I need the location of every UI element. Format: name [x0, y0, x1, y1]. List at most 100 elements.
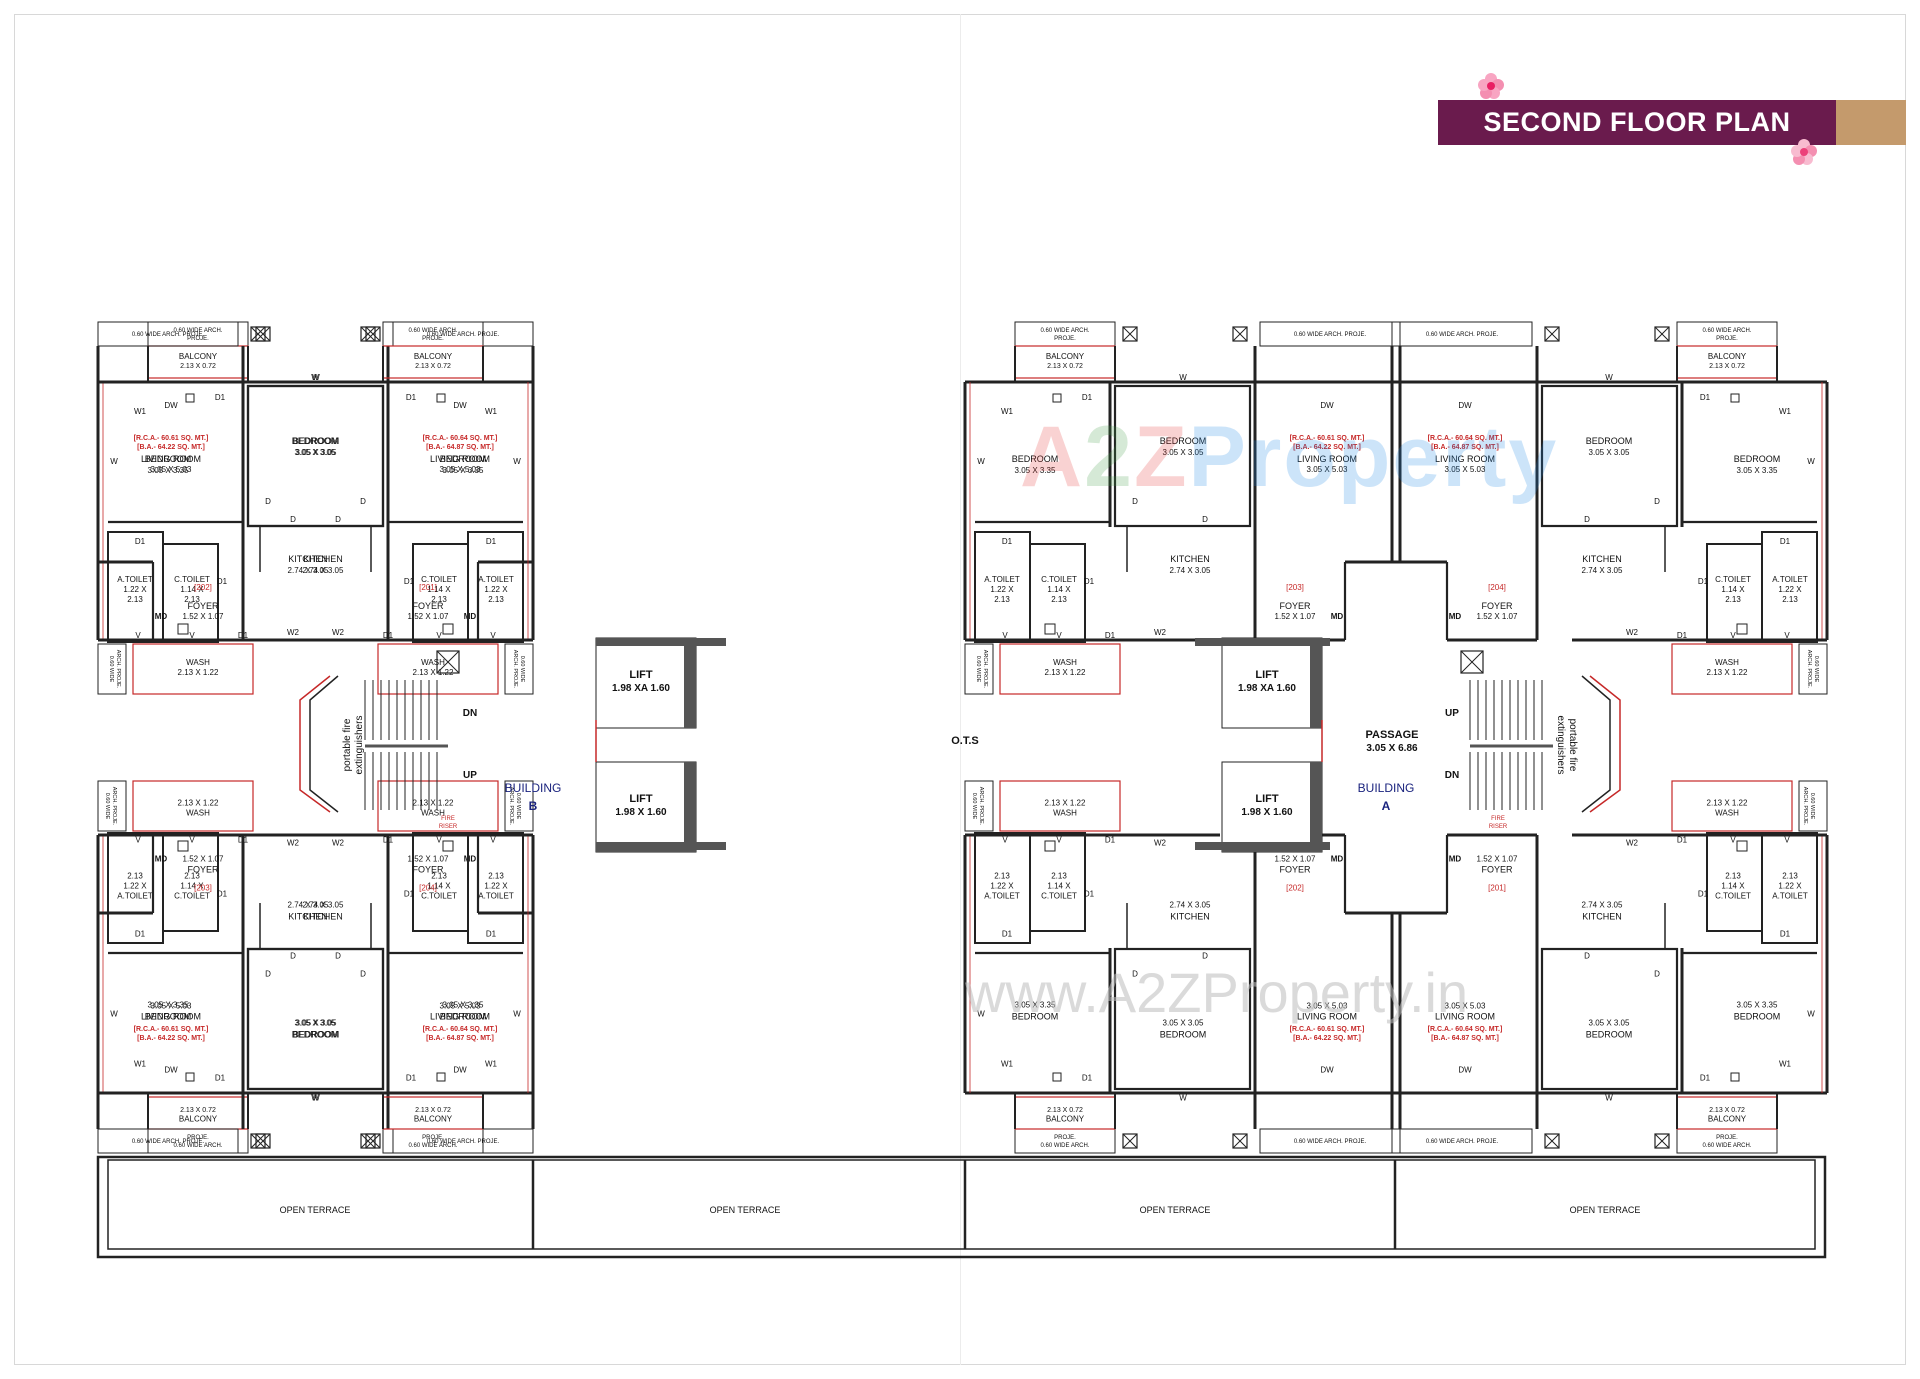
window-label: W	[1807, 1010, 1815, 1019]
projection-label: ARCH. PROJE.	[1802, 787, 1808, 826]
window-label: DW	[1320, 401, 1334, 410]
column-x-icon	[250, 1133, 266, 1149]
arch-projection: 0.60 WIDE ARCH.PROJE.	[1014, 321, 1116, 347]
window-label: W2	[1626, 628, 1639, 637]
column-cross	[360, 1133, 376, 1149]
living-room-label: LIVING ROOM	[430, 454, 490, 464]
column-cross	[360, 326, 376, 342]
balcony-dim: 2.13 X 0.72	[415, 1107, 451, 1114]
kitchen-label: KITCHEN	[1582, 911, 1622, 921]
projection-outline	[504, 643, 534, 695]
balcony-label: BALCONY	[414, 1115, 453, 1124]
balcony-dim: 2.13 X 0.72	[1709, 1107, 1745, 1114]
toilet-dim: 1.14 X	[180, 585, 204, 594]
toilet-dim: 1.22 X	[1778, 585, 1802, 594]
projection-label: 0.60 WIDE	[515, 793, 521, 820]
bedroom-label: BEDROOM	[440, 1011, 487, 1021]
kitchen-dim: 2.74 X 3.05	[1170, 566, 1211, 575]
door-label: D1	[383, 631, 394, 640]
area-label: [B.A.- 64.87 SQ. MT.]	[426, 444, 494, 451]
unit-number: [202]	[1286, 884, 1304, 893]
bedroom-walls	[246, 947, 385, 1091]
fire-riser-label: RISER	[1489, 824, 1508, 830]
window-label: W	[311, 373, 319, 382]
column-cross	[250, 1133, 266, 1149]
bedroom-dim: 3.05 X 3.35	[1737, 1001, 1778, 1010]
balcony-label: BALCONY	[414, 352, 453, 361]
arch-projection: 0.60 WIDE ARCH. PROJE.	[97, 321, 239, 347]
kitchen-label: KITCHEN	[288, 911, 328, 921]
window-label: W1	[485, 1060, 498, 1069]
projection-outline	[964, 643, 994, 695]
column-small	[1044, 840, 1056, 852]
door-label: D	[335, 515, 341, 524]
door-label: D	[1132, 497, 1138, 506]
fire-riser-label: FIRE	[1491, 816, 1505, 822]
living-room-dim: 3.05 X 5.03	[1445, 465, 1486, 474]
column-x-icon	[250, 326, 266, 342]
area-label: [R.C.A.- 60.64 SQ. MT.]	[423, 1026, 498, 1033]
column-x-icon	[1122, 326, 1138, 342]
door-label: D	[1202, 515, 1208, 524]
door-label: D	[335, 952, 341, 961]
lift-wall	[684, 638, 696, 728]
window-label: DW	[1458, 401, 1472, 410]
projection-outline	[504, 780, 534, 832]
wash-dim: 2.13 X 1.22	[1707, 799, 1748, 808]
door-label: D1	[1698, 577, 1709, 586]
area-label: [R.C.A.- 60.61 SQ. MT.]	[1290, 435, 1365, 442]
door-label: D1	[1084, 890, 1095, 899]
bedroom-label: BEDROOM	[1734, 454, 1781, 464]
ventilator-label: V	[135, 631, 141, 640]
projection-outline	[1259, 321, 1401, 347]
lift-wall	[684, 762, 696, 852]
wash-outline	[1671, 780, 1793, 832]
bedroom-dim: 3.05 X 3.05	[296, 1019, 337, 1028]
balcony-dim: 2.13 X 0.72	[415, 363, 451, 370]
ventilator-label: V	[189, 836, 195, 845]
main-door-label: MD	[464, 612, 477, 621]
bedroom-dim: 3.05 X 3.05	[1163, 448, 1204, 457]
column-box	[1232, 1133, 1248, 1149]
kitchen-dim: 2.74 X 3.05	[1170, 901, 1211, 910]
lift-label: LIFT	[1255, 669, 1278, 681]
projection-label: 0.60 WIDE ARCH. PROJE.	[1426, 332, 1499, 338]
foyer-dim: 1.52 X 1.07	[183, 855, 224, 864]
living-room-dim: 3.05 X 5.03	[1307, 1002, 1348, 1011]
column-small	[442, 840, 454, 852]
projection-label: ARCH. PROJE.	[508, 787, 514, 826]
title-accent-bar	[1836, 100, 1906, 145]
main-door-label: MD	[1449, 612, 1462, 621]
window-label: W2	[1154, 628, 1167, 637]
main-door-label: MD	[155, 612, 168, 621]
door-label: D1	[1700, 1074, 1711, 1083]
lift-outline	[1221, 761, 1323, 853]
wash-label: WASH	[1715, 809, 1739, 818]
projection-outline	[97, 1128, 239, 1154]
ventilator-label: V	[1002, 631, 1008, 640]
living-room-label: LIVING ROOM	[1297, 454, 1357, 464]
window-label: W	[513, 1010, 521, 1019]
column-box	[250, 326, 266, 342]
door-label: D1	[1677, 631, 1688, 640]
lift-label: LIFT	[629, 669, 652, 681]
toilet-dim: 1.14 X	[1047, 882, 1071, 891]
wash-dim: 2.13 X 1.22	[178, 799, 219, 808]
toilet-dim: 1.14 X	[427, 882, 451, 891]
unit-number: [201]	[419, 583, 437, 592]
lift-outline	[595, 637, 697, 729]
projection-label: 0.60 WIDE ARCH.	[173, 1143, 222, 1149]
area-label: [R.C.A.- 60.64 SQ. MT.]	[1428, 1026, 1503, 1033]
apartment-top: 0.60 WIDE ARCH.PROJE.0.60 WIDE ARCH. PRO…	[963, 321, 1402, 695]
foyer-dim: 1.52 X 1.07	[408, 855, 449, 864]
projection-label: PROJE.	[1716, 1135, 1738, 1141]
door-label: D	[290, 515, 296, 524]
arch-projection: 0.60 WIDE ARCH.PROJE.	[1014, 1128, 1116, 1154]
window-label: W2	[1626, 839, 1639, 848]
projection-label: 0.60 WIDE	[519, 656, 525, 683]
door-label: D1	[1082, 393, 1093, 402]
toilet-dim: 2.13	[431, 872, 447, 881]
balcony-outline	[382, 345, 484, 379]
